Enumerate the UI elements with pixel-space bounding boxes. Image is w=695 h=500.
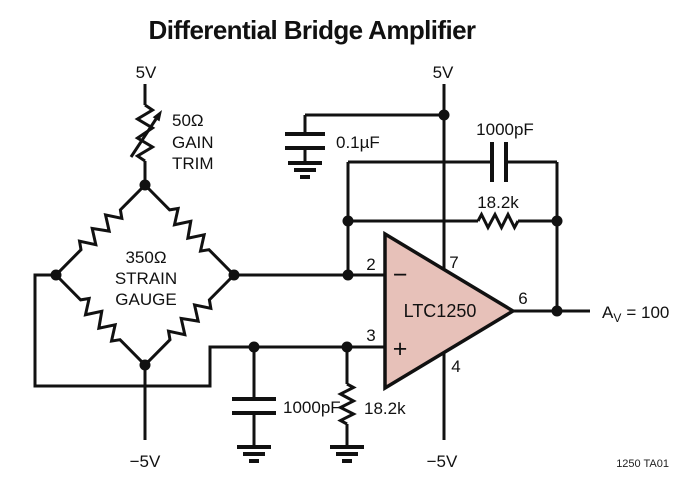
- opamp-noninverting-sign: +: [393, 335, 408, 363]
- junction-bridge-bottom: [139, 359, 151, 371]
- feedback-res-label: 18.2k: [477, 193, 519, 212]
- figure-id: 1250 TA01: [616, 458, 669, 470]
- page-title: Differential Bridge Amplifier: [149, 15, 476, 45]
- supply-5v-amp-label: 5V: [433, 63, 454, 82]
- junction-pin3-res: [341, 341, 353, 353]
- bypass-cap-label: 0.1µF: [336, 133, 380, 152]
- junction-feedback-right: [551, 215, 563, 227]
- input-filter-capacitor: [232, 347, 276, 463]
- input-capacitor-plates: [232, 397, 276, 415]
- gain-trim-label-line3: TRIM: [172, 154, 214, 173]
- bridge-label-line3: GAUGE: [115, 290, 176, 309]
- junction-pin3-cap: [248, 341, 260, 353]
- pin-3-label: 3: [366, 326, 375, 345]
- junction-bridge-left: [50, 269, 62, 281]
- junction-pin2: [342, 269, 354, 281]
- input-res-label: 18.2k: [364, 399, 406, 418]
- input-filter-resistor: [328, 347, 366, 463]
- pin-2-label: 2: [366, 255, 375, 274]
- bridge-label-line1: 350Ω: [125, 248, 166, 267]
- gain-value: = 100: [626, 303, 669, 322]
- trim-arrow-shaft: [129, 118, 158, 158]
- wire-bridge-to-pin3: [33, 273, 385, 388]
- gain-trim-resistor: [129, 103, 162, 163]
- output-gain-label: AV = 100: [602, 303, 669, 325]
- bridge-label-line2: STRAIN: [115, 269, 177, 288]
- feedback-capacitor-plates: [490, 142, 508, 182]
- junction-bridge-right: [228, 269, 240, 281]
- junction-feedback-left: [342, 215, 354, 227]
- supply-5v-bridge-label: 5V: [136, 63, 157, 82]
- opamp-part-number: LTC1250: [404, 301, 477, 321]
- feedback-cap-label: 1000pF: [476, 120, 534, 139]
- input-cap-label: 1000pF: [283, 398, 341, 417]
- supply-neg5v-amp-label: −5V: [427, 452, 458, 471]
- pin-7-label: 7: [449, 253, 458, 272]
- opamp-inverting-sign: −: [393, 261, 408, 289]
- gain-subscript: V: [613, 311, 621, 325]
- trim-arrow-head: [152, 110, 162, 122]
- pin-6-label: 6: [518, 289, 527, 308]
- supply-neg5v-bridge-label: −5V: [130, 452, 161, 471]
- bypass-capacitor-plates: [285, 132, 325, 150]
- pin-4-label: 4: [451, 357, 460, 376]
- opamp-body: [383, 230, 517, 392]
- bypass-capacitor: [285, 115, 325, 179]
- gain-trim-value-label: 50Ω: [172, 111, 204, 130]
- junction-dots: [50, 109, 563, 371]
- junction-5v-rail: [438, 109, 450, 121]
- junction-bridge-top: [139, 179, 151, 191]
- gain-trim-label-line2: GAIN: [172, 133, 214, 152]
- gain-symbol: A: [602, 303, 614, 322]
- junction-output: [551, 305, 563, 317]
